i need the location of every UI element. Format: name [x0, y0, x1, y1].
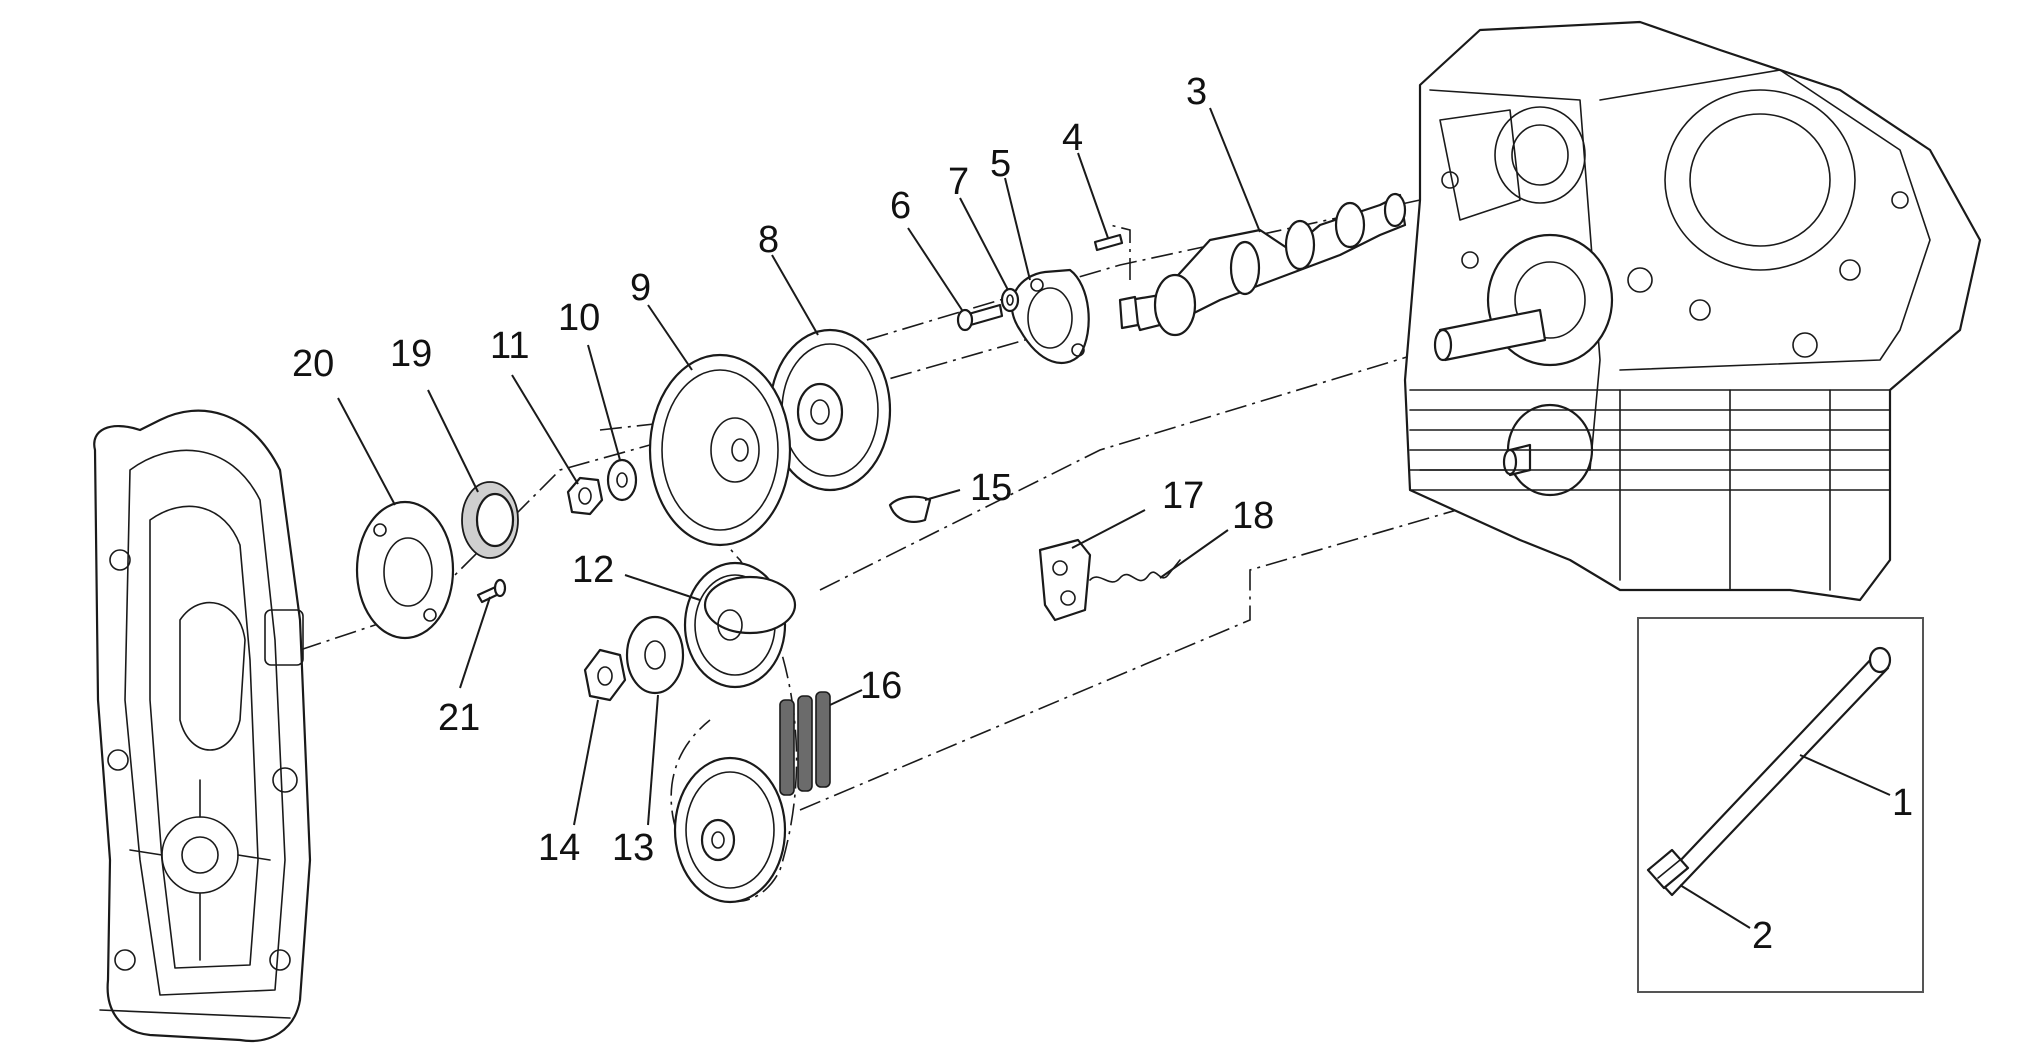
washer-and-nut	[566, 458, 638, 516]
woodruff-key	[888, 495, 932, 523]
inset-tool-box	[1637, 617, 1924, 993]
screw-and-washer	[956, 287, 1020, 332]
oil-seal-flange	[355, 500, 455, 640]
callout-11: 11	[490, 325, 529, 367]
oil-seal	[461, 481, 519, 559]
callout-7: 7	[948, 161, 969, 203]
leader-lines	[337, 107, 1891, 929]
callout-8: 8	[758, 219, 779, 261]
intermediate-gear	[683, 561, 797, 689]
callout-17: 17	[1162, 475, 1204, 517]
callout-1: 1	[1892, 782, 1913, 824]
dowel-pin	[1093, 233, 1124, 252]
callout-labels: 1 2 3 4 5 6 7 8 9 10 11 12 13 14 15 16 1…	[292, 71, 1913, 957]
camshaft-gear	[768, 328, 892, 492]
timing-chain	[779, 691, 831, 796]
callout-21: 21	[438, 697, 480, 739]
callout-12: 12	[572, 549, 614, 591]
lower-sprocket	[673, 756, 787, 904]
callout-9: 9	[630, 267, 651, 309]
callout-14: 14	[538, 827, 580, 869]
tensioner-spring	[1089, 559, 1181, 583]
camshaft	[1118, 192, 1407, 337]
callout-18: 18	[1232, 495, 1274, 537]
washer-and-nut-lower	[583, 615, 685, 702]
callout-20: 20	[292, 343, 334, 385]
flange-screw	[476, 578, 507, 604]
callout-19: 19	[390, 333, 432, 375]
camshaft-flange	[1010, 268, 1090, 364]
callout-5: 5	[990, 143, 1011, 185]
callout-15: 15	[970, 467, 1012, 509]
chain-tensioner	[1038, 538, 1092, 622]
callout-13: 13	[612, 827, 654, 869]
crankcase	[1403, 20, 1982, 602]
callout-3: 3	[1186, 71, 1207, 113]
timing-cover	[93, 409, 312, 1043]
crank-timing-gear	[648, 353, 792, 547]
callout-16: 16	[860, 665, 902, 707]
callout-6: 6	[890, 185, 911, 227]
callout-10: 10	[558, 297, 600, 339]
callout-4: 4	[1062, 117, 1083, 159]
callout-2: 2	[1752, 915, 1773, 957]
